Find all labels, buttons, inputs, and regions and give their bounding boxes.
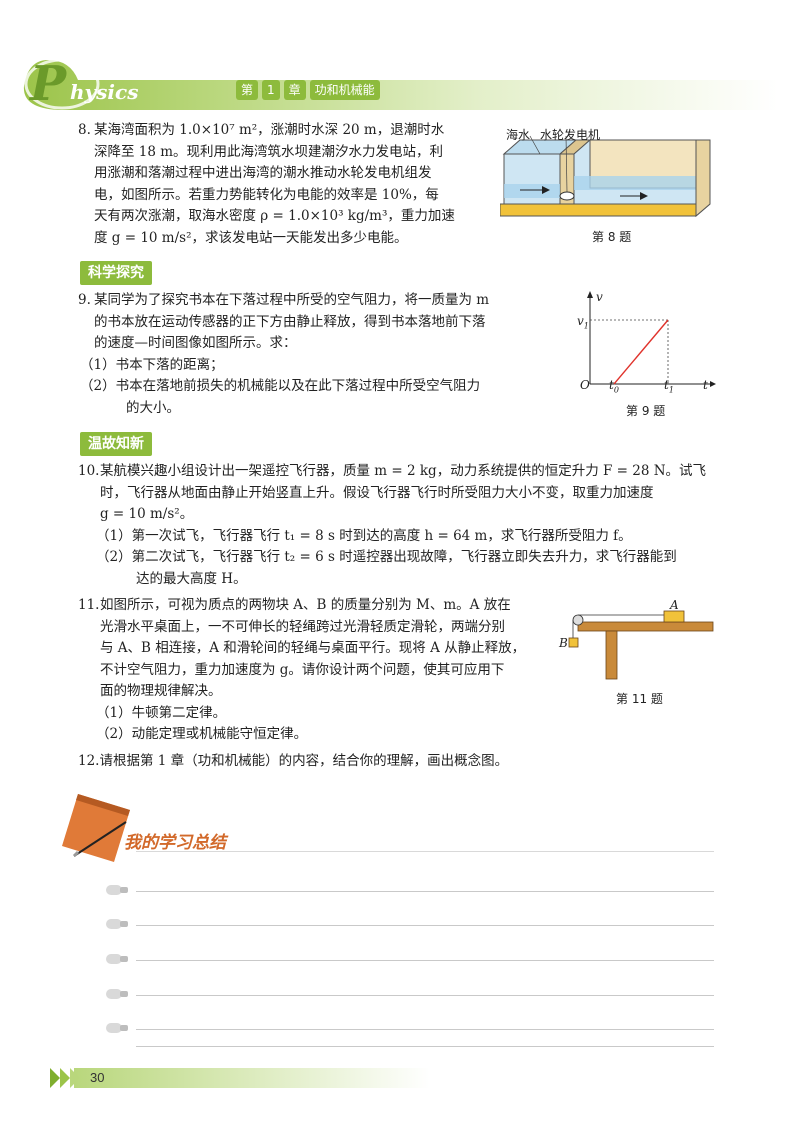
summary-line[interactable] [136,1029,714,1030]
block-b-label: B [559,636,568,650]
text-line: g = 10 m/s²。 [100,506,194,522]
block-a-label: A [670,598,679,612]
summary-title: 我的学习总结 [124,833,226,853]
summary-divider [136,851,714,852]
figure-caption: 第 8 题 [592,230,632,244]
sub-question-cont: 的大小。 [126,399,180,416]
text-line: 某航模兴趣小组设计出一架遥控飞行器，质量 m = 2 kg，动力系统提供的恒定升… [100,463,707,479]
question-8: 8. 某海湾面积为 1.0×10⁷ m²，涨潮时水深 20 m，退潮时水 深降至… [78,120,490,249]
chapter-part: 1 [262,80,280,100]
summary-line[interactable] [136,891,714,892]
graph-y-label: v [596,290,603,304]
header-band [23,58,778,110]
logo-text: hysics [70,80,139,104]
velocity-time-graph [587,291,716,387]
text-line: 不计空气阻力，重力加速度为 g。请你设计两个问题，使其可应用下 [100,661,505,678]
bullet-icon [106,885,128,895]
question-number: 9. [78,292,91,308]
summary-line[interactable] [136,995,714,996]
text-line: 某海湾面积为 1.0×10⁷ m²，涨潮时水深 20 m，退潮时水 [94,122,445,138]
graph-t1-label: t1 [664,378,674,395]
figure-caption: 第 11 题 [616,692,663,706]
summary-line[interactable] [136,1046,714,1047]
logo-initial: P [30,56,67,112]
figure-label-sea: 海水 [506,128,531,142]
text-line: 如图所示，可视为质点的两物块 A、B 的质量分别为 M、m。A 放在 [100,597,511,613]
bullet-icon [106,989,128,999]
figure-label-turbine: 水轮发电机 [540,128,601,142]
text-line: 深降至 18 m。现利用此海湾筑水坝建潮汐水力发电站，利 [94,143,444,160]
sub-question-cont: 达的最大高度 H。 [136,570,247,587]
text-line: 度 g = 10 m/s²，求该发电站一天能发出多少电能。 [94,229,408,246]
question-number: 8. [78,122,91,138]
bullet-icon [106,1023,128,1033]
figure-caption: 第 9 题 [626,404,666,418]
tidal-station-figure [500,135,711,218]
graph-origin: O [580,378,590,392]
sub-question: （1）牛顿第二定律。 [96,704,227,721]
sub-question: （1）书本下落的距离； [80,356,224,373]
sub-question: （2）第二次试飞，飞行器飞行 t₂ = 6 s 时遥控器出现故障，飞行器立即失去… [96,549,677,565]
chapter-part: 第 [236,80,259,100]
chapter-badge: 第 1 章 功和机械能 [236,80,380,100]
summary-line[interactable] [136,960,714,961]
text-line: 的速度—时间图像如图所示。求： [94,335,297,351]
bullet-icon [106,919,128,929]
text-line: 某同学为了探究书本在下落过程中所受的空气阻力，将一质量为 m [94,292,490,308]
text-line: 时，飞行器从地面由静止开始竖直上升。假设飞行器飞行时所受阻力大小不变，取重力加速… [100,484,654,501]
text-line: 的书本放在运动传感器的正下方由静止释放，得到书本落地前下落 [94,313,486,330]
question-10: 10. 某航模兴趣小组设计出一架遥控飞行器，质量 m = 2 kg，动力系统提供… [78,461,720,590]
question-9: 9. 某同学为了探究书本在下落过程中所受的空气阻力，将一质量为 m 的书本放在运… [78,290,560,419]
text-line: 面的物理规律解决。 [100,683,222,699]
text-line: 与 A、B 相连接，A 和滑轮间的轻绳与桌面平行。现将 A 从静止释放， [100,640,526,656]
text-line: 电，如图所示。若重力势能转化为电能的效率是 10%，每 [94,186,439,203]
question-number: 12. [78,753,100,769]
question-11: 11. 如图所示，可视为质点的两物块 A、B 的质量分别为 M、m。A 放在 光… [78,595,560,746]
page-number: 30 [90,1070,105,1085]
text-line: 天有两次涨潮，取海水密度 ρ = 1.0×10³ kg/m³，重力加速 [94,208,455,224]
graph-v1-label: v1 [577,314,589,331]
bullet-icon [106,954,128,964]
section-heading: 温故知新 [80,432,152,456]
section-heading: 科学探究 [80,261,152,285]
summary-line[interactable] [136,925,714,926]
graph-x-label: t [703,378,708,392]
graph-t0-label: t0 [609,378,619,395]
sub-question: （2）书本在落地前损失的机械能以及在此下落过程中所受空气阻力 [80,378,481,394]
pulley-figure [568,610,714,680]
notebook-pen-icon [62,794,130,862]
chapter-title: 功和机械能 [309,80,380,100]
question-number: 11. [78,597,100,613]
footer-band [50,1068,430,1088]
sub-question: （1）第一次试飞，飞行器飞行 t₁ = 8 s 时到达的高度 h = 64 m，… [96,527,632,544]
question-12: 12.请根据第 1 章（功和机械能）的内容，结合你的理解，画出概念图。 [78,751,738,773]
sub-question: （2）动能定理或机械能守恒定律。 [96,726,308,742]
text-line: 请根据第 1 章（功和机械能）的内容，结合你的理解，画出概念图。 [99,753,509,769]
chapter-part: 章 [283,80,306,100]
text-line: 用涨潮和落潮过程中进出海湾的潮水推动水轮发电机组发 [94,165,432,181]
question-number: 10. [78,463,100,479]
text-line: 光滑水平桌面上，一不可伸长的轻绳跨过光滑轻质定滑轮，两端分别 [100,618,505,635]
